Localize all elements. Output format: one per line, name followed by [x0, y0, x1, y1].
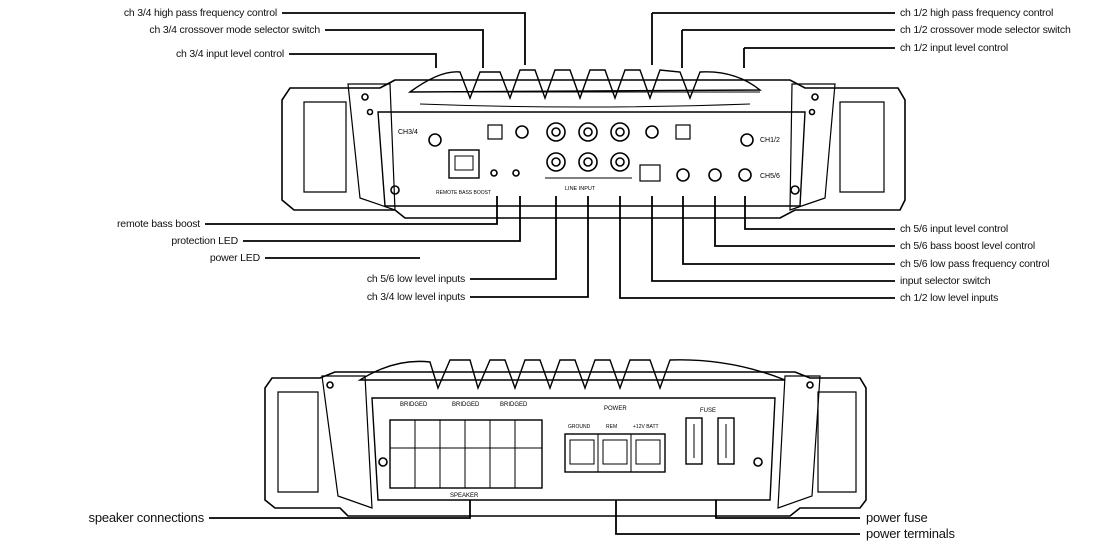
callout-ch12-crossover: ch 1/2 crossover mode selector switch	[900, 24, 1071, 36]
bottom-leader-lines	[209, 500, 860, 535]
callout-input-selector: input selector switch	[900, 275, 991, 287]
power-marking: POWER	[604, 406, 627, 412]
bridged-marking-2: BRIDGED	[452, 402, 480, 408]
rem-marking: REM	[606, 424, 617, 430]
remote-jack-marking: REMOTE BASS BOOST	[436, 190, 491, 196]
ch34-marking: CH3/4	[398, 129, 418, 136]
line-input-marking: LINE INPUT	[565, 186, 596, 192]
ground-marking: GROUND	[568, 424, 591, 430]
callout-ch56-low-pass: ch 5/6 low pass frequency control	[900, 258, 1050, 270]
top-leader-lines	[205, 12, 895, 299]
callout-ch12-input-level: ch 1/2 input level control	[900, 42, 1009, 54]
callout-ch56-bass-boost-level: ch 5/6 bass boost level control	[900, 240, 1036, 252]
callout-ch56-input-level: ch 5/6 input level control	[900, 223, 1009, 235]
callout-power-led: power LED	[209, 252, 260, 264]
callout-ch34-high-pass: ch 3/4 high pass frequency control	[123, 7, 277, 19]
bottom-amplifier-panel	[264, 359, 867, 517]
callout-ch34-crossover: ch 3/4 crossover mode selector switch	[149, 24, 320, 36]
callout-power-fuse: power fuse	[866, 510, 928, 525]
fuse-marking: FUSE	[700, 408, 716, 414]
bridged-marking-1: BRIDGED	[400, 402, 428, 408]
bridged-marking-3: BRIDGED	[500, 402, 528, 408]
ch56-marking: CH5/6	[760, 173, 780, 180]
callout-ch34-input-level: ch 3/4 input level control	[175, 48, 284, 60]
callout-ch56-low-level-inputs: ch 5/6 low level inputs	[366, 273, 465, 285]
callout-remote-bass-boost: remote bass boost	[117, 218, 200, 230]
ch12-marking: CH1/2	[760, 137, 780, 144]
callout-ch34-low-level-inputs: ch 3/4 low level inputs	[366, 291, 465, 303]
callout-protection-led: protection LED	[171, 235, 238, 247]
callout-ch12-low-level-inputs: ch 1/2 low level inputs	[900, 292, 999, 304]
callout-power-terminals: power terminals	[866, 526, 955, 541]
callout-speaker-connections: speaker connections	[88, 510, 205, 525]
top-amplifier-panel	[281, 69, 906, 219]
batt-marking: +12V BATT	[633, 424, 659, 430]
callout-ch12-high-pass: ch 1/2 high pass frequency control	[900, 7, 1054, 19]
speaker-marking: SPEAKER	[450, 493, 479, 499]
